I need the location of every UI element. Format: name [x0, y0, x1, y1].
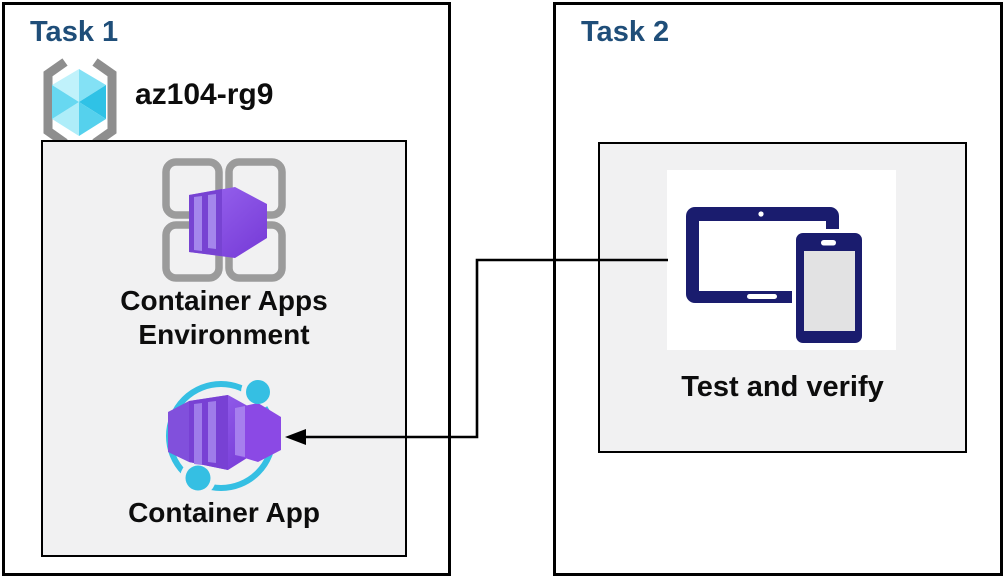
container-app-label: Container App — [128, 497, 320, 528]
test-verify-box: Test and verify — [598, 142, 967, 453]
task2-panel: Task 2 Test and verify — [553, 2, 1003, 576]
resource-group-icon — [43, 58, 117, 147]
devices-icon — [686, 207, 866, 347]
devices-panel — [667, 170, 896, 350]
test-and-verify-label: Test and verify — [681, 371, 884, 403]
task2-title: Task 2 — [581, 16, 670, 48]
container-apps-environment-icon — [162, 158, 286, 282]
task1-panel: Task 1 az104-rg9 — [2, 2, 451, 576]
container-app-icon — [166, 376, 281, 496]
task1-title: Task 1 — [30, 16, 119, 48]
resource-group-name: az104-rg9 — [135, 78, 274, 111]
container-apps-environment-label: Container Apps Environment — [120, 285, 328, 350]
container-apps-environment-box: Container Apps Environment — [41, 140, 407, 557]
